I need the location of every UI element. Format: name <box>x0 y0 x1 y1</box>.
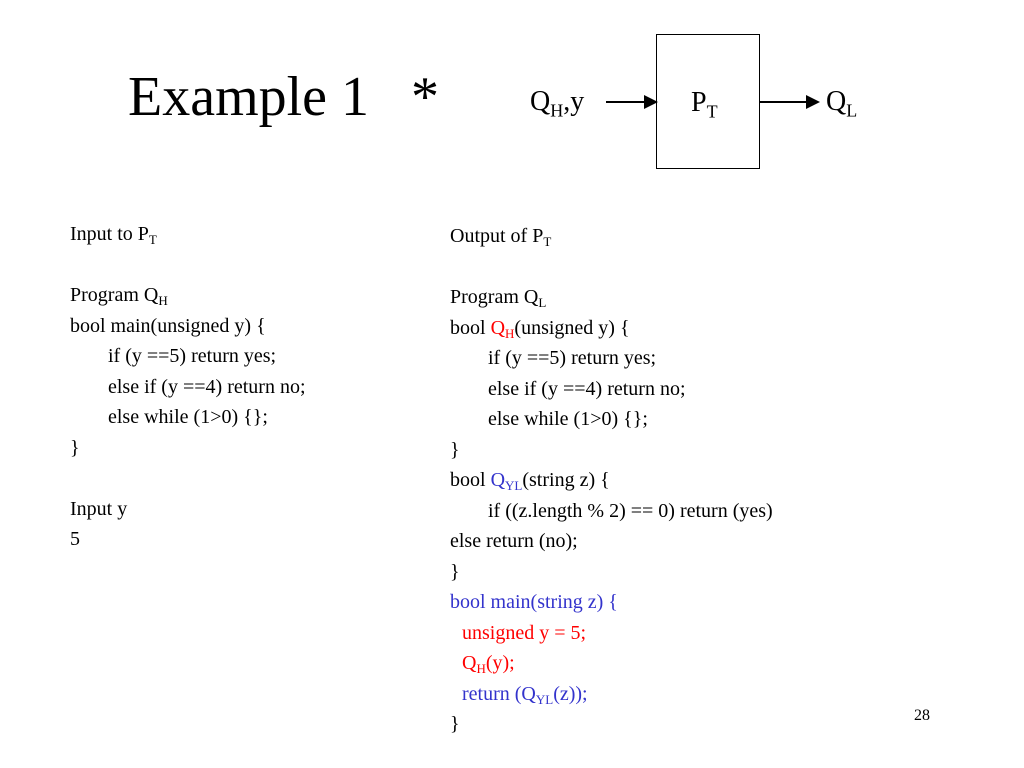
code-line: if (y ==5) return yes; <box>488 347 657 369</box>
code-line: else return (no); <box>450 530 578 552</box>
left-input-value: 5 <box>70 528 80 550</box>
code-token: (unsigned y) { <box>514 316 630 339</box>
right-heading-sub: T <box>543 234 552 249</box>
code-line: bool main(string z) { <box>450 591 618 613</box>
transform-diagram: QH,y PT QL <box>0 0 1024 200</box>
code-line: if ((z.length % 2) == 0) return (yes) <box>488 499 773 522</box>
code-token: (y); <box>485 652 515 674</box>
code-line: } <box>450 438 460 461</box>
input-arrow <box>606 95 658 109</box>
slide-title-text: Example 1 <box>128 66 370 128</box>
diagram-input-sub: H <box>550 100 564 121</box>
diagram-input-q: Q <box>530 86 551 117</box>
qh-token: QH <box>462 652 486 676</box>
code-line: else while (1>0) {}; <box>108 406 268 428</box>
code-line: else while (1>0) {}; <box>488 408 648 430</box>
output-arrow <box>760 95 820 109</box>
qh-letter: Q <box>490 316 506 339</box>
page-number: 28 <box>914 707 930 724</box>
code-line: bool QH(unsigned y) { <box>450 313 773 344</box>
diagram-output-sub: L <box>846 100 858 121</box>
code-line: } <box>450 560 460 583</box>
left-program-text: Program Q <box>70 284 159 306</box>
code-line: else if (y ==4) return no; <box>108 375 306 398</box>
code-token: bool <box>450 469 491 491</box>
right-program-sub: L <box>538 295 547 310</box>
qyl-sub: YL <box>505 478 523 493</box>
code-line: } <box>450 713 460 735</box>
left-heading-sub: T <box>148 232 157 247</box>
code-line: else if (y ==4) return no; <box>488 377 686 400</box>
right-heading-text: Output of P <box>450 225 544 247</box>
code-line: bool main(unsigned y) { <box>70 314 266 337</box>
left-heading: Input to PT <box>70 219 306 250</box>
qyl-letter: Q <box>490 469 506 491</box>
diagram-output-label: QL <box>826 86 857 127</box>
pt-box-p: P <box>691 87 707 118</box>
code-line: } <box>70 436 80 459</box>
code-token: return (Q <box>462 682 536 705</box>
blank-line <box>70 463 306 494</box>
diagram-input-label: QH,y <box>530 86 584 127</box>
diagram-input-rest: ,y <box>563 86 585 117</box>
left-heading-text: Input to P <box>70 223 149 245</box>
left-column: Input to PT Program QH bool main(unsigne… <box>70 219 306 555</box>
code-token: bool <box>450 316 491 339</box>
code-line: unsigned y = 5; <box>462 621 587 644</box>
diagram-output-q: Q <box>826 86 847 117</box>
left-program-label: Program QH <box>70 280 306 311</box>
code-line: QH(y); <box>450 648 773 679</box>
blank-line <box>70 250 306 281</box>
qh-sub: H <box>505 325 515 341</box>
right-heading: Output of PT <box>450 221 773 252</box>
qyl-token: QYL <box>490 469 523 493</box>
qh-letter: Q <box>462 652 477 674</box>
pt-box-sub: T <box>706 101 718 122</box>
slide-title: Example 1 * <box>128 62 439 132</box>
qyl-sub: YL <box>535 691 554 707</box>
right-program-text: Program Q <box>450 286 539 308</box>
right-column: Output of PT Program QL bool QH(unsigned… <box>450 221 773 740</box>
left-input-label: Input y <box>70 497 128 520</box>
code-line: if (y ==5) return yes; <box>108 345 277 367</box>
qh-sub: H <box>476 661 486 676</box>
blank-line <box>450 252 773 283</box>
code-line: return (QYL(z)); <box>450 679 773 710</box>
qh-token: QH <box>490 316 515 341</box>
right-program-label: Program QL <box>450 282 773 313</box>
code-token: (z)); <box>553 682 588 705</box>
star-mark: * <box>411 66 440 128</box>
code-line: bool QYL(string z) { <box>450 465 773 496</box>
left-program-sub: H <box>158 293 168 308</box>
code-token: (string z) { <box>522 469 610 491</box>
pt-box: PT <box>656 34 760 169</box>
pt-box-label: PT <box>691 87 718 128</box>
